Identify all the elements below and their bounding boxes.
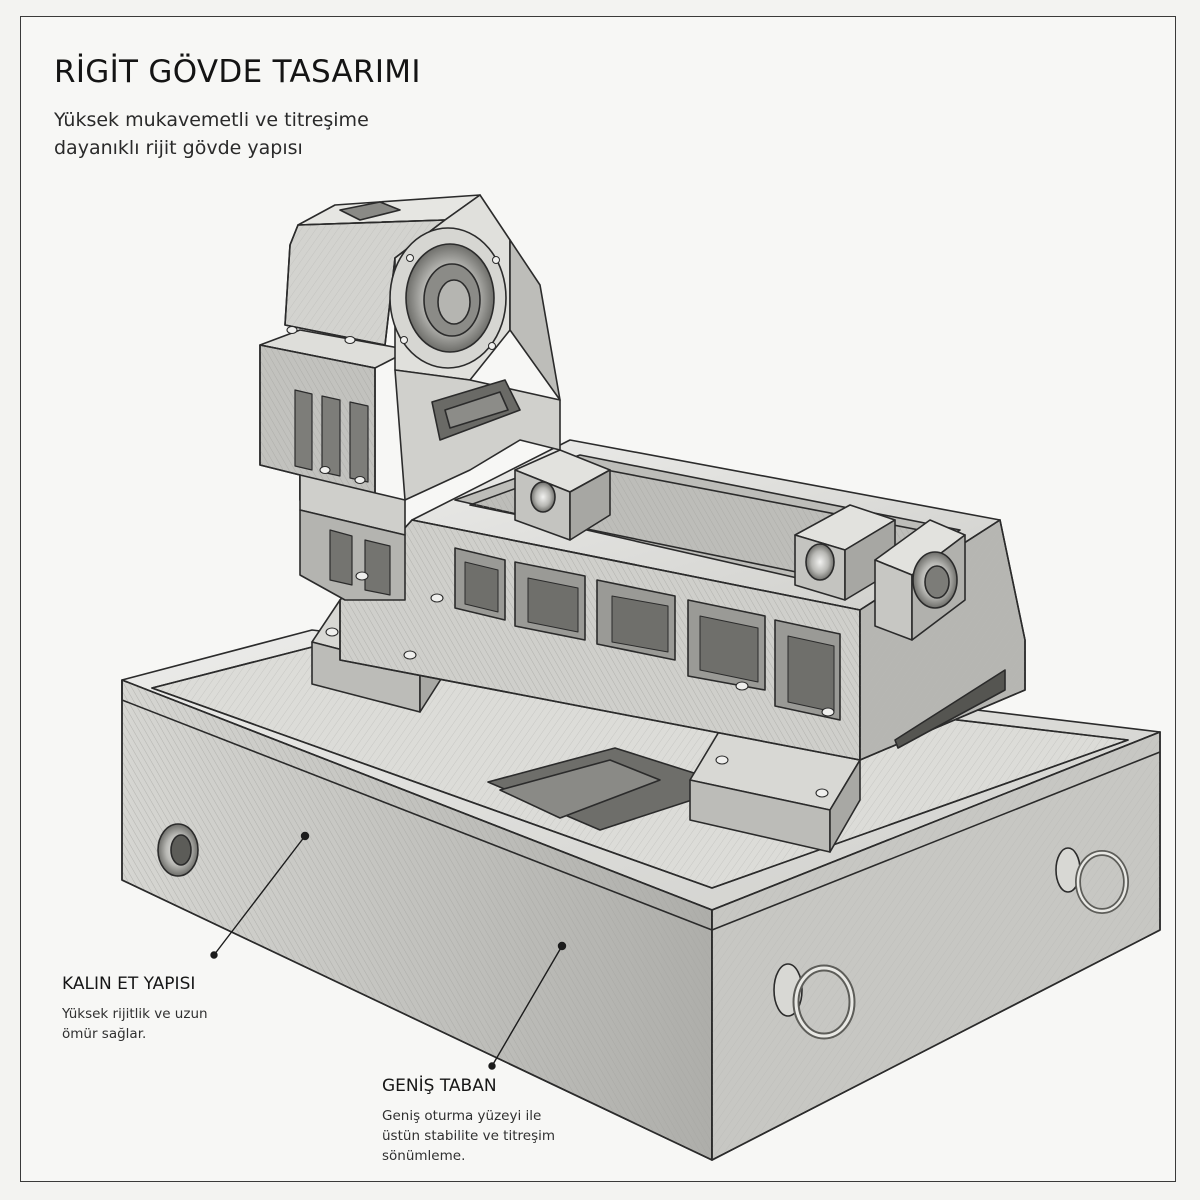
callout-dot-thick-wall-start <box>210 951 218 959</box>
page-title: RİGİT GÖVDE TASARIMI <box>54 54 421 90</box>
callout-wide-base-text: Geniş oturma yüzeyi ile üstün stabilite … <box>382 1108 556 1164</box>
bolt <box>354 475 366 485</box>
lifting-eye-bolt-rear <box>1055 847 1129 914</box>
callout-dot-thick-wall-end <box>300 831 310 841</box>
page-subtitle: Yüksek mukavemetli ve titreşime dayanıkl… <box>54 109 369 159</box>
bolt <box>286 325 298 335</box>
bolt <box>319 465 331 475</box>
callout-dot-wide-base-start <box>488 1062 496 1070</box>
callout-wide-base-title: GENİŞ TABAN <box>382 1076 497 1096</box>
headstock-rib-slot <box>321 395 341 477</box>
flange-bolt <box>492 256 500 264</box>
flange-bolt <box>400 336 408 344</box>
flange-bolt <box>406 254 414 262</box>
bolt <box>430 593 444 603</box>
flange-bolt <box>488 342 496 350</box>
bolt <box>735 681 749 691</box>
callout-thick-wall-text: Yüksek rijitlik ve uzun ömür sağlar. <box>62 1006 208 1042</box>
bolt <box>355 571 369 581</box>
callout-leader-wide-base <box>491 945 563 1067</box>
callout-thick-wall-title: KALIN ET YAPISI <box>62 974 196 994</box>
bolt <box>403 650 417 660</box>
callout-leader-thick-wall <box>213 835 306 956</box>
bolt <box>715 755 729 765</box>
headstock-rib-slot <box>294 389 313 471</box>
bolt <box>344 335 356 345</box>
bolt <box>325 627 339 637</box>
callout-dot-wide-base-end <box>557 941 567 951</box>
headstock-rib-slot <box>349 401 369 483</box>
bolt <box>821 707 835 717</box>
bolt <box>815 788 829 798</box>
lifting-eye-bolt-front <box>773 963 856 1040</box>
